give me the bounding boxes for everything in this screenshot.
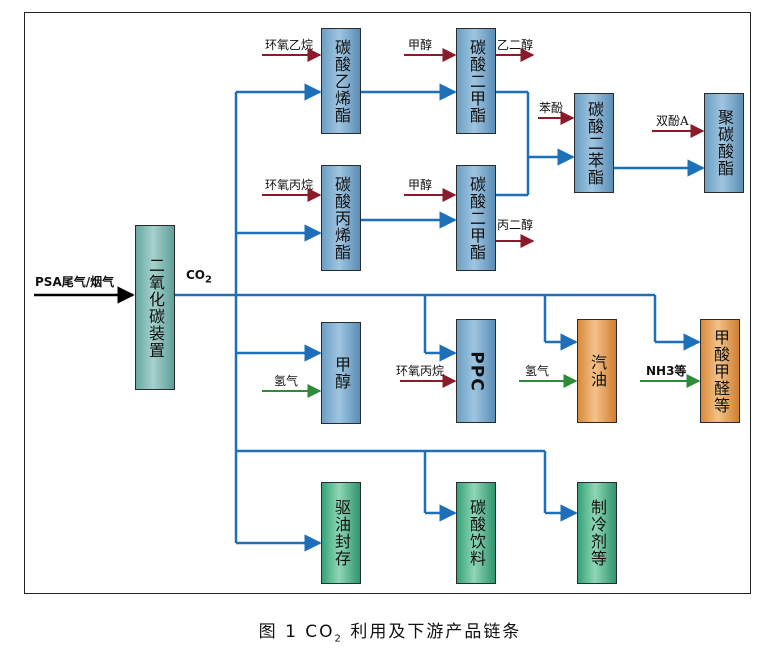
- hydrogen-methanol-label: 氢气: [274, 374, 299, 388]
- eor-box: 驱油封存: [321, 482, 361, 584]
- methanol-box: 甲醇: [321, 322, 361, 424]
- methanol-in-bottom-label: 甲醇: [408, 178, 433, 192]
- propylene-oxide-ppc-label: 环氧丙烷: [396, 364, 445, 378]
- co2-label: CO2: [186, 268, 212, 286]
- ethylene-oxide-label: 环氧乙烷: [265, 38, 314, 52]
- formic-box: 甲酸甲醛等: [700, 319, 740, 423]
- nh3-label: NH3等: [646, 364, 687, 378]
- beverage-box: 碳酸饮料: [456, 482, 496, 584]
- ppc-label: PPC: [466, 350, 487, 392]
- methanol-in-top-label: 甲醇: [408, 38, 433, 52]
- ppc-box: PPC: [456, 319, 496, 423]
- diphenyl-carbonate-box: 碳酸二苯酯: [574, 93, 614, 193]
- gasoline-box: 汽油: [577, 319, 617, 423]
- figure-caption: 图 1 CO2 利用及下游产品链条: [258, 622, 522, 645]
- refrigerant-box: 制冷剂等: [577, 482, 617, 584]
- dmc-bottom-box: 碳酸二甲酯: [456, 165, 496, 271]
- propylene-oxide-label: 环氧丙烷: [265, 178, 314, 192]
- phenol-label: 苯酚: [539, 101, 564, 115]
- polycarbonate-box: 聚碳酸酯: [704, 93, 744, 193]
- input-label: PSA尾气/烟气: [35, 275, 115, 289]
- dmc-top-box: 碳酸二甲酯: [456, 28, 496, 134]
- bisphenol-a-label: 双酚A: [656, 114, 689, 128]
- co2-device-box: 二氧化碳装置: [135, 225, 175, 390]
- ethylene-glycol-label: 乙二醇: [497, 38, 534, 52]
- propylene-carbonate-box: 碳酸丙烯酯: [321, 165, 361, 271]
- hydrogen-gasoline-label: 氢气: [525, 364, 550, 378]
- ethylene-carbonate-box: 碳酸乙烯酯: [321, 28, 361, 134]
- propylene-glycol-label: 丙二醇: [497, 218, 534, 232]
